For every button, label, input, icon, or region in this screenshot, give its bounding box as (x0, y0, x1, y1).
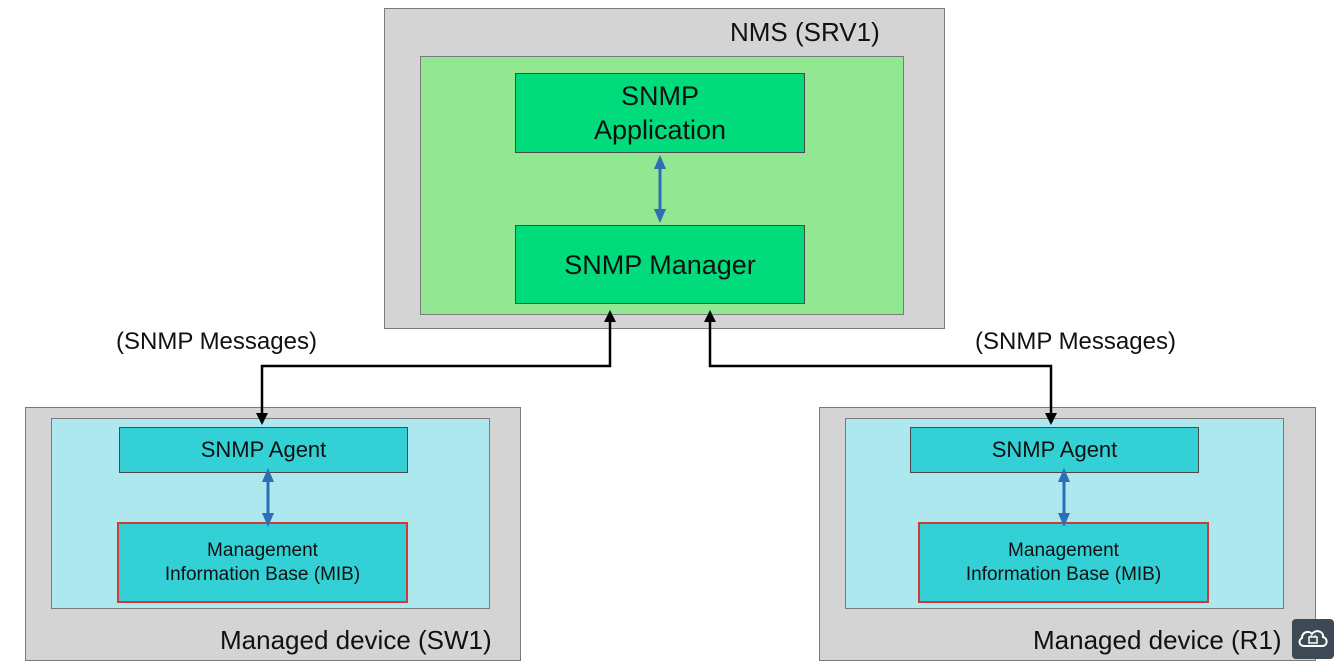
r1-mib-line1: Management (1008, 539, 1119, 561)
r1-snmp-agent-label: SNMP Agent (991, 437, 1118, 462)
sw1-snmp-agent-box: SNMP Agent (119, 427, 408, 473)
snmp-application-line1: SNMP (620, 81, 699, 111)
r1-snmp-agent-box: SNMP Agent (910, 427, 1199, 473)
snmp-application-box: SNMP Application (515, 73, 805, 153)
snmp-manager-box: SNMP Manager (515, 225, 805, 304)
snmp-messages-label-left: (SNMP Messages) (116, 328, 317, 355)
snmp-messages-label-right: (SNMP Messages) (975, 328, 1176, 355)
nms-title: NMS (SRV1) (730, 17, 880, 47)
r1-mib-box: Management Information Base (MIB) (918, 522, 1209, 603)
sw1-mib-box: Management Information Base (MIB) (117, 522, 408, 603)
r1-mib-line2: Information Base (MIB) (965, 563, 1162, 585)
snmp-application-line2: Application (593, 115, 727, 145)
sw1-title: Managed device (SW1) (220, 625, 492, 655)
sw1-mib-line1: Management (207, 539, 318, 561)
cloud-chip-icon (1292, 619, 1334, 659)
snmp-manager-label: SNMP Manager (564, 249, 756, 280)
sw1-snmp-agent-label: SNMP Agent (200, 437, 327, 462)
r1-title: Managed device (R1) (1033, 625, 1282, 655)
sw1-mib-line2: Information Base (MIB) (164, 563, 361, 585)
